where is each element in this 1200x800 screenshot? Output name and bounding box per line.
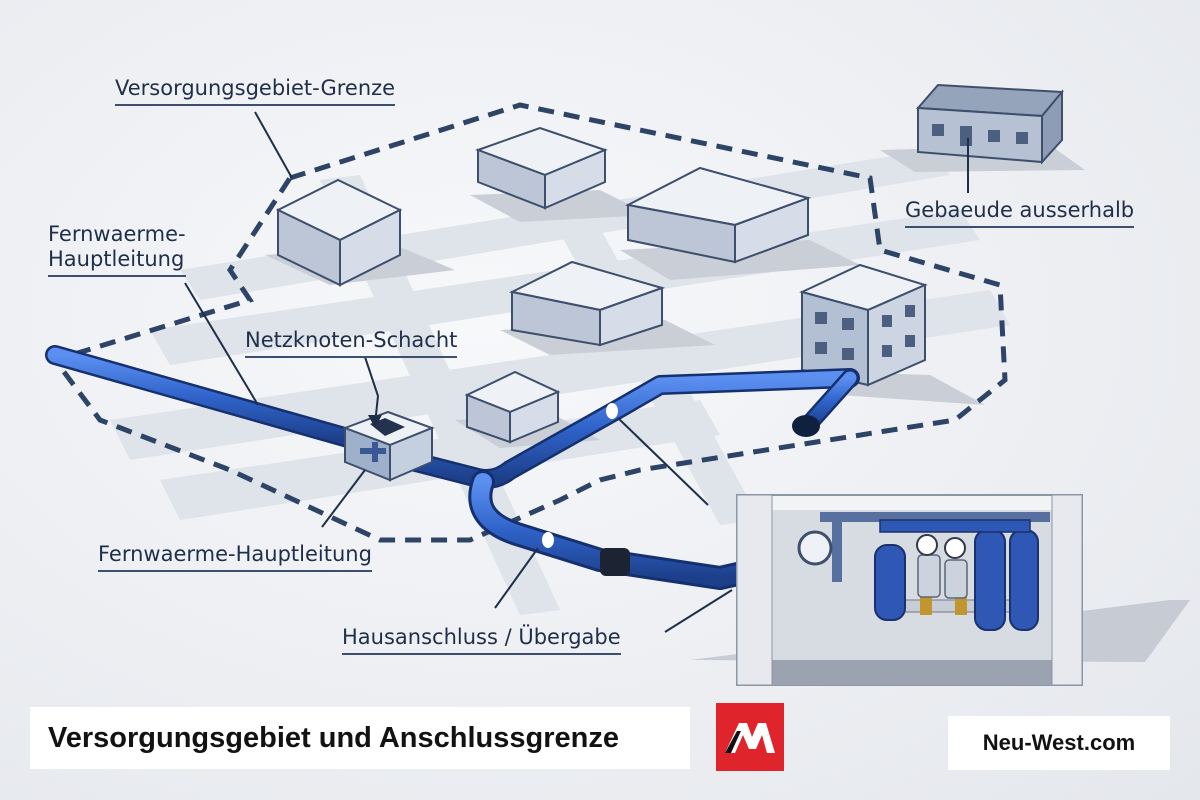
label-main-line-top-line1: Fernwaerme-	[48, 222, 186, 246]
label-main-line-top-line2: Hauptleitung	[48, 247, 184, 271]
building-f-windows	[802, 265, 925, 385]
label-building-outside: Gebaeude ausserhalb	[905, 198, 1134, 228]
building-outside	[918, 85, 1062, 162]
brand-logo-icon	[723, 717, 777, 757]
flow-marker-2	[542, 532, 554, 548]
label-main-line-bottom: Fernwaerme-Hauptleitung	[98, 542, 372, 572]
flow-marker-1	[606, 403, 618, 419]
label-main-line-top: Fernwaerme- Hauptleitung	[48, 222, 186, 277]
brand-logo	[716, 703, 784, 771]
pipe-coupling	[600, 548, 630, 576]
label-house-connection: Hausanschluss / Übergabe	[342, 625, 621, 655]
label-network-node: Netzknoten-Schacht	[245, 328, 457, 358]
substation-room	[690, 495, 1190, 685]
label-supply-boundary: Versorgungsgebiet-Grenze	[115, 76, 395, 106]
footer-title: Versorgungsgebiet und Anschlussgrenze	[30, 707, 690, 769]
pipe-end-cap	[792, 415, 820, 437]
footer-site[interactable]: Neu-West.com	[948, 716, 1170, 770]
